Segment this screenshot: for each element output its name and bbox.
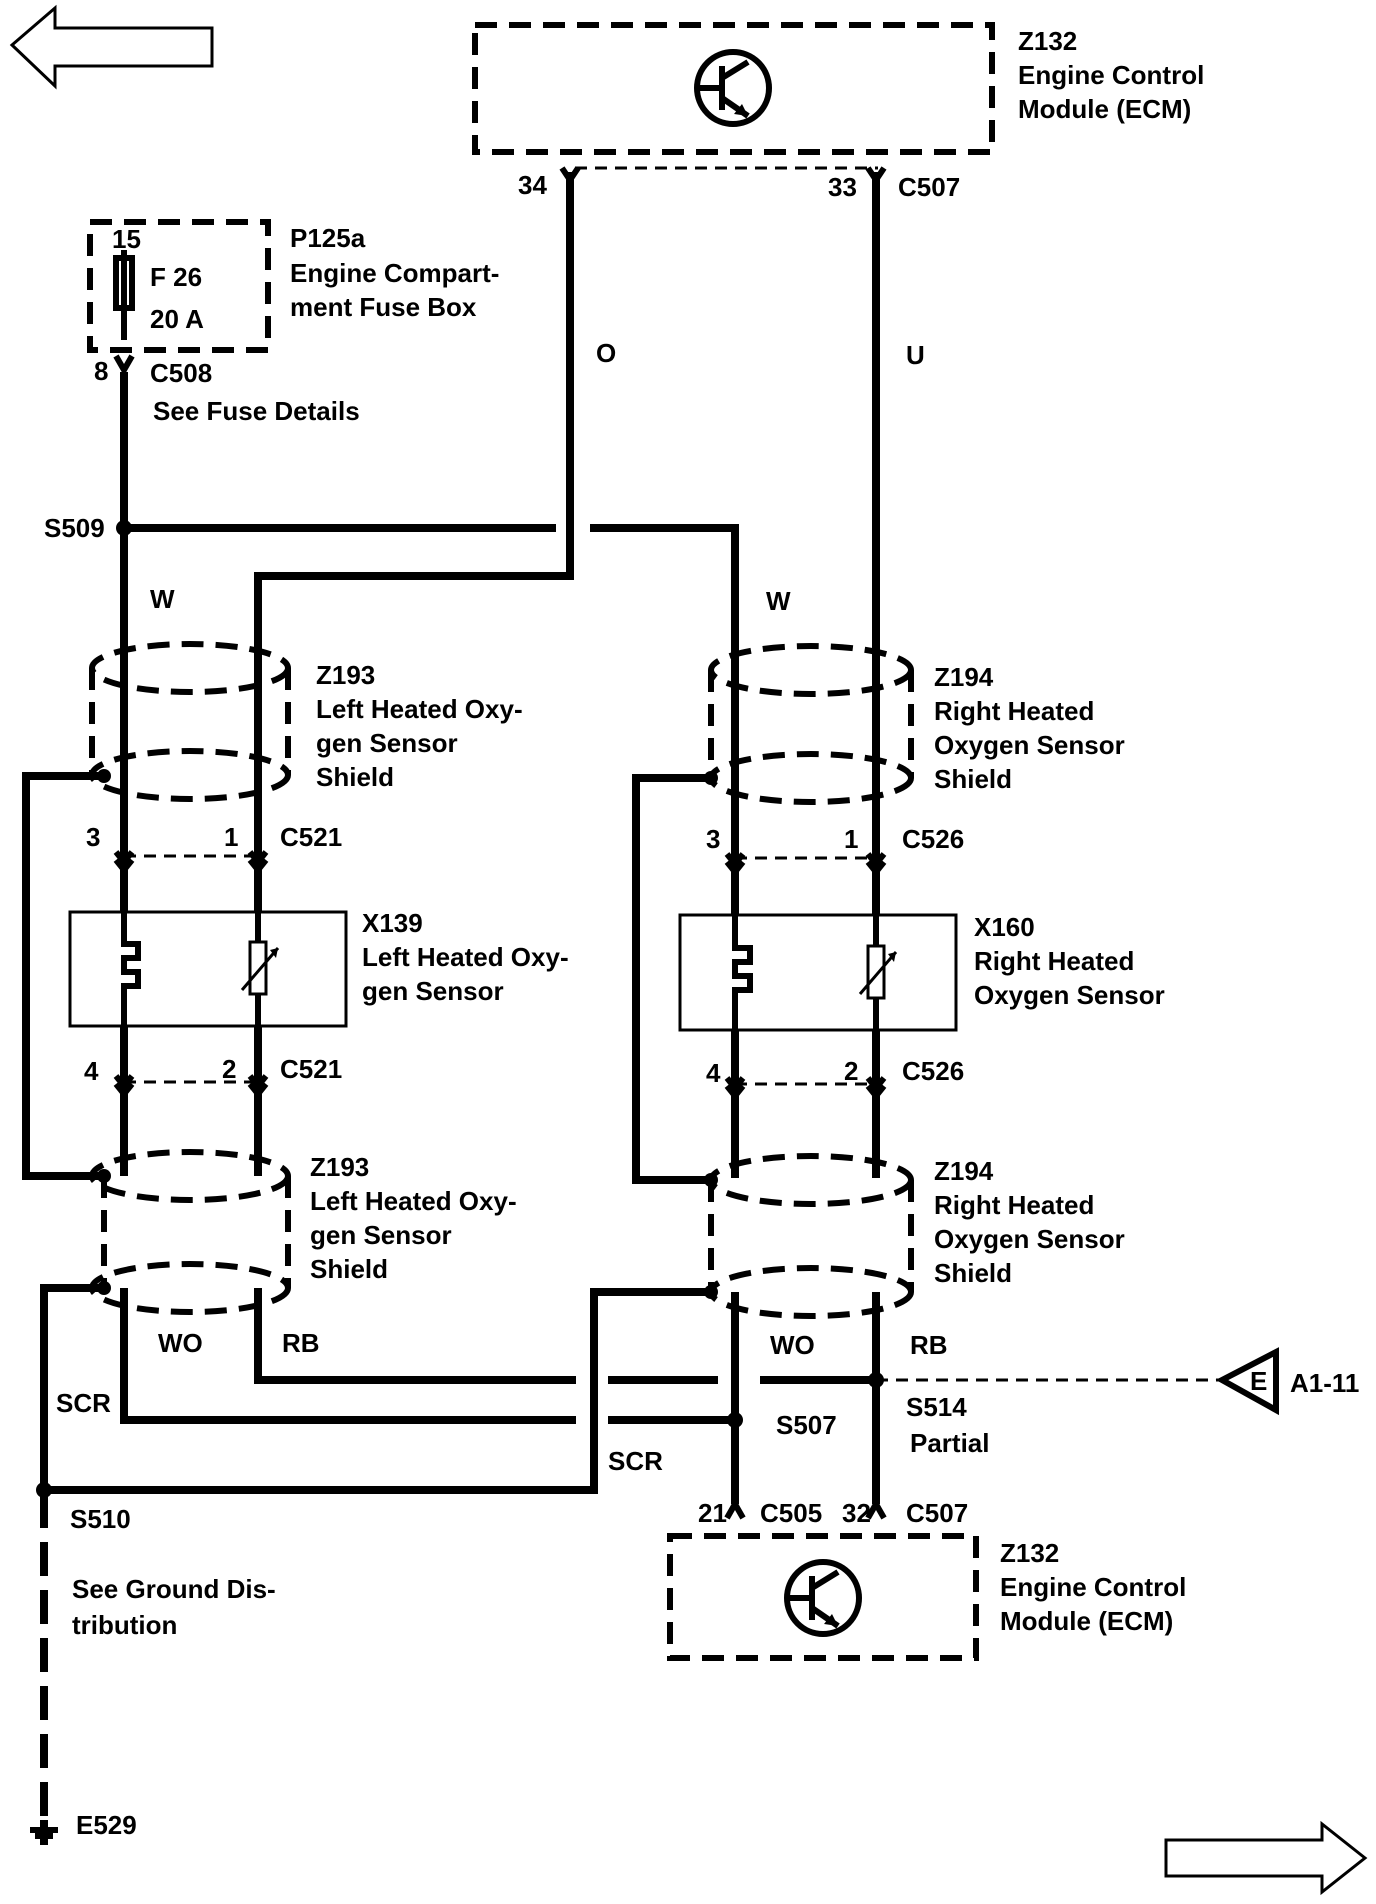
wire-scr-right-label: SCR <box>608 1446 663 1476</box>
left-shield-bottom-id: Z193 <box>310 1152 369 1182</box>
splice-s509 <box>116 520 132 536</box>
right-arrow-icon[interactable] <box>1164 1820 1368 1896</box>
ecm-top-id: Z132 <box>1018 26 1077 56</box>
right-c526-pin-4: 4 <box>706 1058 721 1088</box>
left-c521-pin-1: 1 <box>224 822 238 852</box>
right-sensor-line2: Oxygen Sensor <box>974 980 1165 1010</box>
fuse-pin-15: 15 <box>112 224 141 254</box>
ecm-top-connector: C507 <box>898 172 960 202</box>
wire-w-right-label: W <box>766 586 791 616</box>
ecm-bottom-id: Z132 <box>1000 1538 1059 1568</box>
left-arrow-icon[interactable] <box>9 4 214 90</box>
splice-s507 <box>727 1412 743 1428</box>
ecm-bottom-pin-32: 32 <box>842 1498 871 1528</box>
fuse-connector: C508 <box>150 358 212 388</box>
right-shield-top-line3: Shield <box>934 764 1012 794</box>
ground-icon <box>30 1820 58 1845</box>
splice-s509-label: S509 <box>44 513 105 543</box>
fuse-box-name-2: ment Fuse Box <box>290 292 477 322</box>
right-c526-lower: C526 <box>902 1056 964 1086</box>
wire-w-left-label: W <box>150 584 175 614</box>
left-sensor-id: X139 <box>362 908 423 938</box>
right-sensor: X160 Right Heated Oxygen Sensor <box>678 912 1165 1032</box>
splice-s514-note: Partial <box>910 1428 990 1458</box>
fuse-box-name-1: Engine Compart- <box>290 258 499 288</box>
right-c526-pin-2: 2 <box>844 1056 858 1086</box>
wire-o-label: O <box>596 338 616 368</box>
variable-resistor-icon <box>858 915 898 1030</box>
wire-wo-left-label: WO <box>158 1328 203 1358</box>
left-shield-top-line1: Left Heated Oxy- <box>316 694 523 724</box>
right-shield-bottom-line1: Right Heated <box>934 1190 1094 1220</box>
right-c526-pin-3: 3 <box>706 824 720 854</box>
right-shield-bottom: Z194 Right Heated Oxygen Sensor Shield <box>708 1153 1125 1319</box>
left-shield-bottom-line2: gen Sensor <box>310 1220 452 1250</box>
fuse-icon <box>113 250 135 340</box>
ecm-top-name-1: Engine Control <box>1018 60 1204 90</box>
fuse-pin-8: 8 <box>94 356 108 386</box>
ecm-bottom-name-2: Module (ECM) <box>1000 1606 1173 1636</box>
ground-note-1: See Ground Dis- <box>72 1574 276 1604</box>
right-c526-upper: C526 <box>902 824 964 854</box>
offpage-ref: A1-11 <box>1290 1368 1359 1398</box>
right-sensor-line1: Right Heated <box>974 946 1134 976</box>
left-shield-top-id: Z193 <box>316 660 375 690</box>
left-c521-pin-3: 3 <box>86 822 100 852</box>
left-sensor-line1: Left Heated Oxy- <box>362 942 569 972</box>
fuse-box: 15 F 26 20 A P125a Engine Compart- ment … <box>87 219 499 353</box>
wire-rb-left-label: RB <box>282 1328 320 1358</box>
wire-rb-right-label: RB <box>910 1330 948 1360</box>
fuse-rating: 20 A <box>150 304 204 334</box>
heater-element-icon <box>121 912 141 1026</box>
ecm-bottom: Z132 Engine Control Module (ECM) <box>667 1533 1186 1661</box>
ecm-bottom-name-1: Engine Control <box>1000 1572 1186 1602</box>
fuse-details-note: See Fuse Details <box>153 396 360 426</box>
left-c521-pin-4: 4 <box>84 1056 99 1086</box>
right-c526-pin-1: 1 <box>844 824 858 854</box>
wire-scr-left-label: SCR <box>56 1388 111 1418</box>
splice-s514-label: S514 <box>906 1392 967 1422</box>
wire-wo-right-label: WO <box>770 1330 815 1360</box>
left-c521-lower: C521 <box>280 1054 342 1084</box>
ground-id: E529 <box>76 1810 137 1840</box>
ecm-bottom-conn-left: C505 <box>760 1498 822 1528</box>
left-sensor: X139 Left Heated Oxy- gen Sensor <box>68 908 569 1028</box>
variable-resistor-icon <box>240 912 280 1026</box>
offpage-connector-e[interactable]: E A1-11 <box>1215 1347 1359 1416</box>
left-shield-top-line3: Shield <box>316 762 394 792</box>
left-c521-upper: C521 <box>280 822 342 852</box>
right-shield-top-line2: Oxygen Sensor <box>934 730 1125 760</box>
right-shield-bottom-id: Z194 <box>934 1156 994 1186</box>
fuse-box-id: P125a <box>290 223 366 253</box>
ground-note-2: tribution <box>72 1610 177 1640</box>
right-shield-bottom-line2: Oxygen Sensor <box>934 1224 1125 1254</box>
heater-element-icon <box>732 915 753 1030</box>
offpage-letter: E <box>1250 1366 1267 1396</box>
ecm-top: Z132 Engine Control Module (ECM) <box>472 22 1204 155</box>
fuse-number: F 26 <box>150 262 202 292</box>
left-shield-top-line2: gen Sensor <box>316 728 458 758</box>
left-shield-bottom-line1: Left Heated Oxy- <box>310 1186 517 1216</box>
ecm-bottom-pin-21: 21 <box>698 1498 727 1528</box>
splice-s507-label: S507 <box>776 1410 837 1440</box>
right-shield-top-id: Z194 <box>934 662 994 692</box>
ecm-top-pin-34: 34 <box>518 170 547 200</box>
wire-u-label: U <box>906 340 925 370</box>
left-shield-bottom-line3: Shield <box>310 1254 388 1284</box>
left-shield-top: Z193 Left Heated Oxy- gen Sensor Shield <box>89 641 523 802</box>
ecm-top-name-2: Module (ECM) <box>1018 94 1191 124</box>
right-shield-top-line1: Right Heated <box>934 696 1094 726</box>
right-shield-bottom-line3: Shield <box>934 1258 1012 1288</box>
splice-s510-label: S510 <box>70 1504 131 1534</box>
right-shield-top: Z194 Right Heated Oxygen Sensor Shield <box>708 643 1125 805</box>
transistor-icon <box>694 49 772 127</box>
left-sensor-line2: gen Sensor <box>362 976 504 1006</box>
ecm-top-pin-33: 33 <box>828 172 857 202</box>
ecm-bottom-conn-right: C507 <box>906 1498 968 1528</box>
transistor-icon <box>784 1559 862 1637</box>
right-sensor-id: X160 <box>974 912 1035 942</box>
left-c521-pin-2: 2 <box>222 1054 236 1084</box>
left-shield-bottom: Z193 Left Heated Oxy- gen Sensor Shield <box>89 1149 517 1315</box>
